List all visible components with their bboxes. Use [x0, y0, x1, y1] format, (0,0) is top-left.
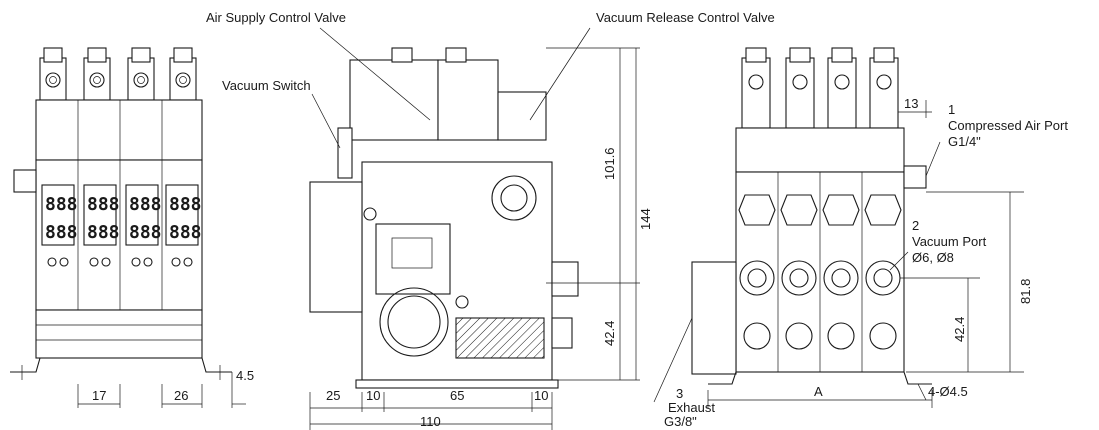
dim-side-mid: 65: [450, 388, 464, 403]
vacuum-port-number: 2: [912, 218, 919, 233]
vacuum-switch-displays: 888 888 888 888 888 888 888 888: [41, 184, 202, 246]
front-view: 888 888 888 888 888 888 888 888: [10, 47, 232, 380]
vacuum-switch-label: Vacuum Switch: [222, 78, 311, 93]
display-digits: 888: [87, 194, 120, 215]
dim-total-width: 110: [420, 414, 441, 429]
dim-pitch: 17: [92, 388, 106, 403]
side-view: [309, 47, 579, 389]
display-digits: 888: [45, 222, 78, 243]
dim-end-width: 26: [174, 388, 188, 403]
dim-vac-height: 42.4: [952, 317, 967, 342]
compressed-air-port-number: 1: [948, 102, 955, 117]
display-buttons: [47, 257, 193, 267]
display-digits: 888: [169, 222, 202, 243]
dim-side-left: 25: [326, 388, 340, 403]
vacuum-port-spec: Ø6, Ø8: [912, 250, 954, 265]
front-solenoids: [39, 47, 197, 101]
vacuum-port-label: Vacuum Port: [912, 234, 987, 249]
display-digits: 888: [129, 194, 162, 215]
callout-labels: Air Supply Control Valve Vacuum Release …: [206, 10, 1068, 429]
dim-upper-height: 101.6: [602, 147, 617, 180]
display-digits: 888: [87, 222, 120, 243]
dimension-lines: [77, 47, 1024, 430]
vacuum-switch-body: [337, 127, 353, 179]
air-supply-valve-body: [349, 59, 439, 141]
vacuum-release-valve-label: Vacuum Release Control Valve: [596, 10, 775, 25]
display-digits: 888: [169, 194, 202, 215]
dimension-labels: 17 26 4.5 25 10 65 10 110 101.6 144 42.4…: [92, 96, 1033, 429]
dim-foot: 4.5: [236, 368, 254, 383]
dim-lower-height: 42.4: [602, 321, 617, 346]
exhaust-block: [691, 261, 737, 375]
exhaust-label: Exhaust: [668, 400, 715, 415]
compressed-air-port-spec: G1/4": [948, 134, 981, 149]
display-digits: 888: [129, 222, 162, 243]
dim-port-offset: 13: [904, 96, 918, 111]
rear-solenoids: [741, 47, 899, 129]
dim-a: A: [814, 384, 823, 399]
dim-total-height: 144: [638, 208, 653, 230]
display-digits: 888: [45, 194, 78, 215]
dim-side-gap-a: 10: [366, 388, 380, 403]
compressed-air-port-body: [903, 165, 927, 189]
dim-side-gap-b: 10: [534, 388, 548, 403]
air-supply-valve-label: Air Supply Control Valve: [206, 10, 346, 25]
vacuum-release-valve-body: [497, 91, 547, 141]
rear-view: [691, 47, 932, 385]
leader-lines: [311, 27, 941, 403]
compressed-air-port-label: Compressed Air Port: [948, 118, 1068, 133]
exhaust-spec: G3/8": [664, 414, 697, 429]
dim-port-height: 81.8: [1018, 279, 1033, 304]
dim-holes: 4-Ø4.5: [928, 384, 968, 399]
exhaust-number: 3: [676, 386, 683, 401]
